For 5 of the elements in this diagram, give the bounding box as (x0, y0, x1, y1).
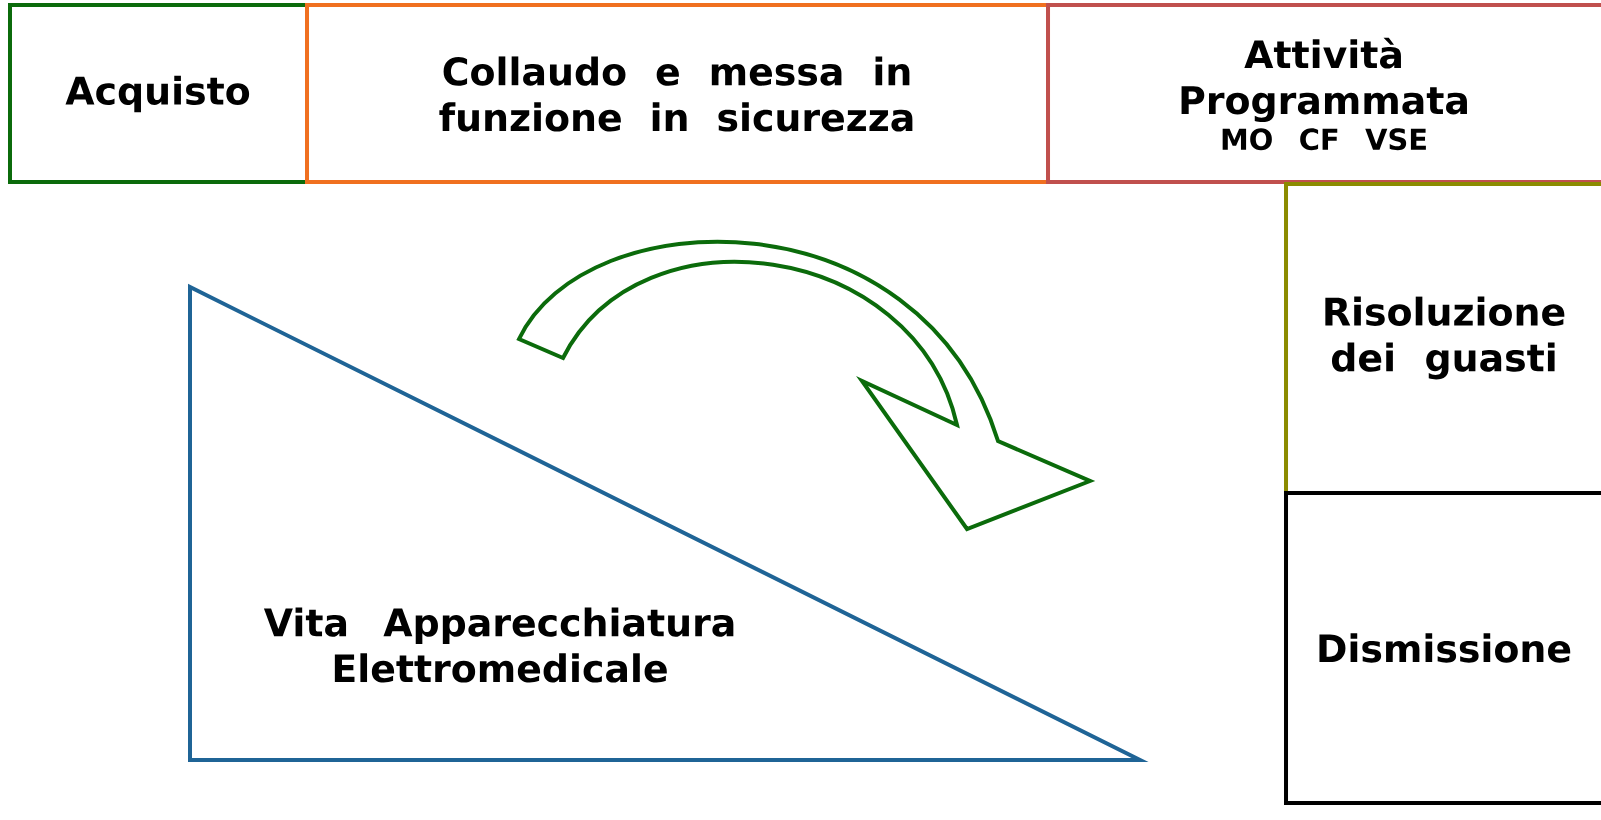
process-box: Risoluzione dei guasti (1284, 182, 1601, 495)
process-box: Acquisto (8, 3, 309, 184)
process-box: Dismissione (1284, 491, 1601, 805)
process-box: Attività Programmata MO CF VSE (1046, 3, 1601, 184)
process-box: Collaudo e messa in funzione in sicurezza (305, 3, 1050, 184)
